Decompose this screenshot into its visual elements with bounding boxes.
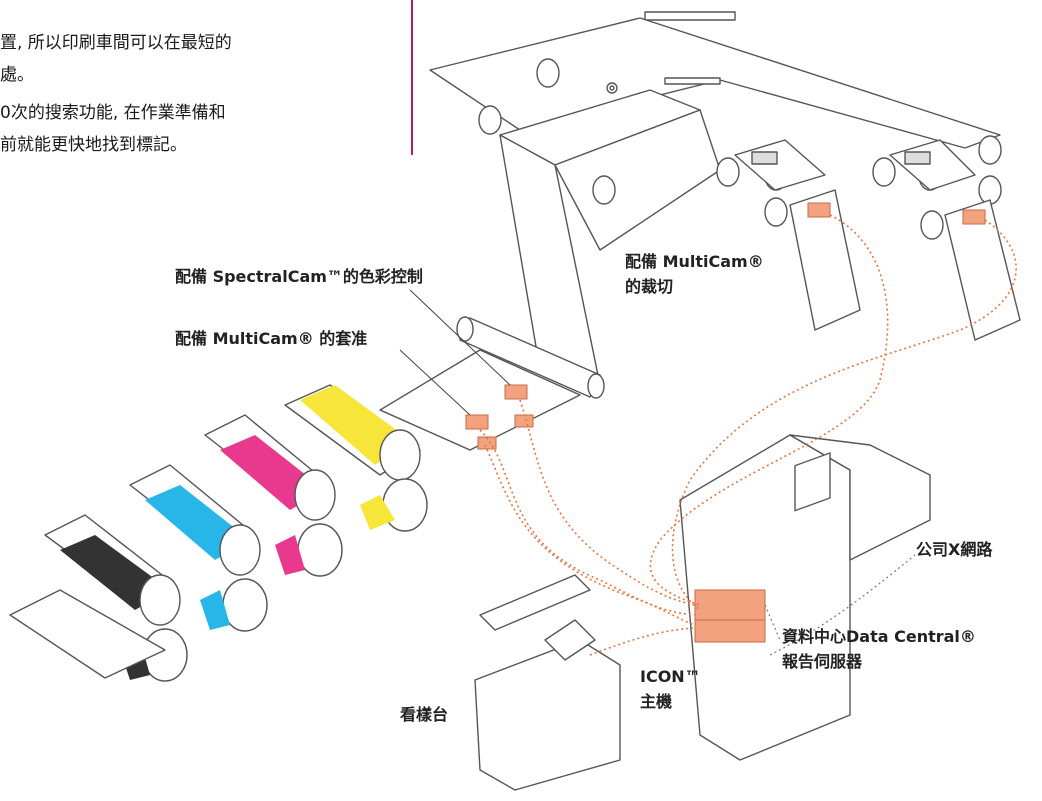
- data-central-server: [694, 589, 766, 621]
- label-data-central-1: 資料中心Data Central®: [782, 627, 976, 646]
- print-unit-cyan: [129, 464, 268, 632]
- sensor-cut-2: [962, 209, 986, 225]
- accent-divider: [411, 0, 413, 155]
- label-multicam-cut-1: 配備 MultiCam®: [625, 252, 764, 271]
- print-unit-magenta: [204, 414, 343, 577]
- label-multicam-cut-2: 的裁切: [625, 277, 674, 296]
- label-multicam-register: 配備 MultiCam® 的套准: [175, 329, 368, 348]
- report-server: [694, 619, 766, 643]
- sensor-register-2: [514, 414, 534, 428]
- label-data-central-2: 報告伺服器: [782, 652, 863, 671]
- label-icon-host-1: ICON™: [640, 667, 701, 686]
- sensors: [465, 202, 986, 643]
- sensor-register-3: [477, 436, 497, 450]
- sensor-cut-1: [807, 202, 831, 218]
- label-company-network: 公司X網路: [916, 540, 993, 559]
- intro-line-4: 前就能更快地找到標記。: [0, 135, 187, 155]
- print-unit-black: [44, 514, 188, 682]
- web-path-frame: [429, 11, 1001, 386]
- web-sheet: [379, 349, 581, 451]
- print-unit-yellow: [284, 384, 428, 532]
- cut-webs: [734, 139, 1021, 341]
- intro-line-2: 處。: [0, 65, 34, 85]
- label-icon-host-2: 主機: [640, 692, 673, 711]
- paper-feed: [9, 589, 166, 679]
- label-viewing-stand: 看樣台: [400, 705, 449, 724]
- connections: [479, 214, 1017, 656]
- label-spectralcam-color-control: 配備 SpectralCam™的色彩控制: [175, 267, 423, 286]
- leader-lines: [399, 289, 511, 416]
- intro-line-1: 置, 所以印刷車間可以在最短的: [0, 33, 232, 53]
- sensor-color: [504, 384, 528, 400]
- main-roller: [456, 316, 605, 399]
- network-connection: [764, 554, 916, 656]
- intro-line-3: 0次的搜索功能, 在作業準備和: [0, 103, 226, 123]
- viewing-stand: [474, 574, 621, 791]
- sensor-register: [465, 414, 489, 430]
